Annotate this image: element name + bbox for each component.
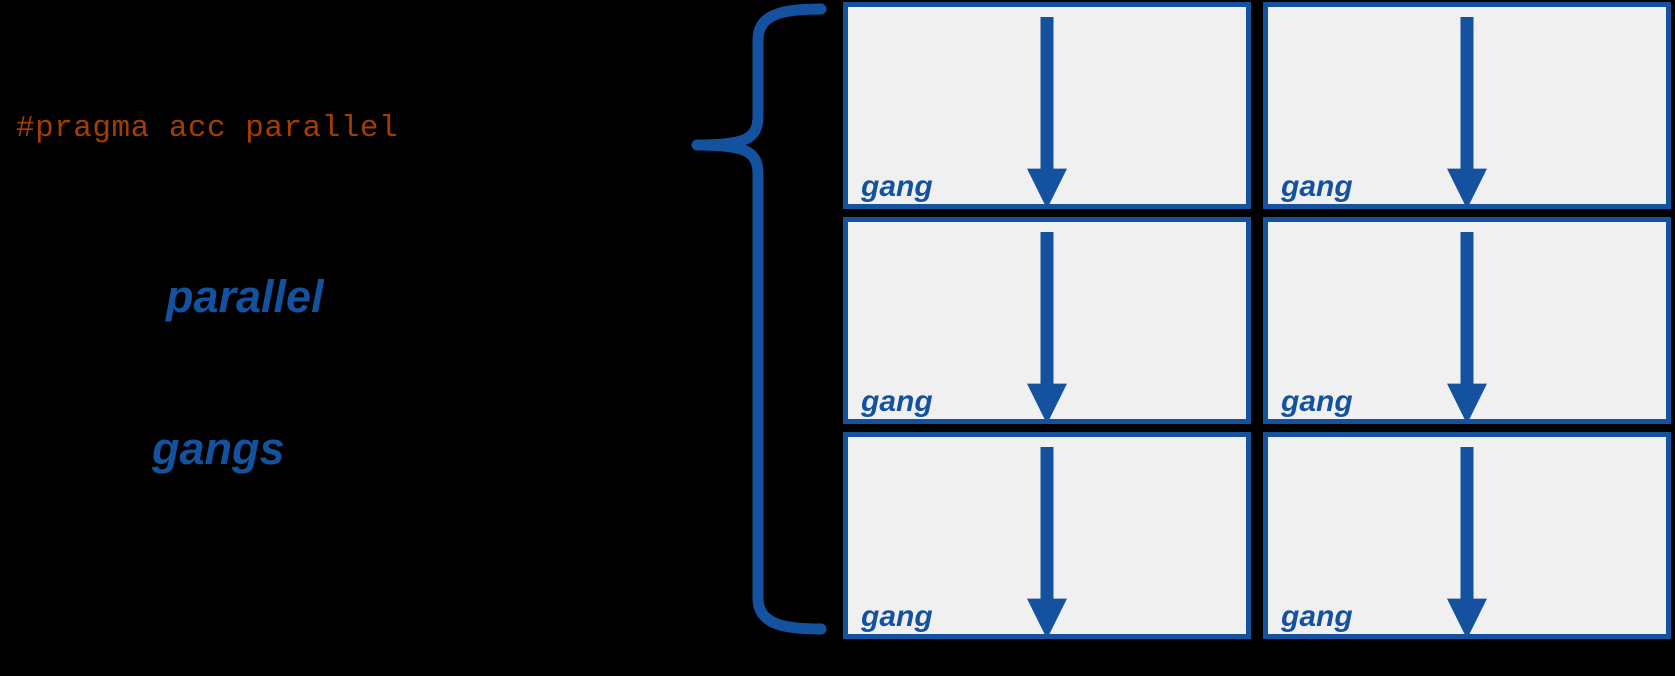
label-gangs: gangs	[152, 423, 285, 474]
gang-label: gang	[1281, 600, 1353, 633]
gang-box[interactable]: gang	[843, 217, 1251, 424]
gang-label: gang	[1281, 385, 1353, 418]
gang-label: gang	[861, 170, 933, 203]
down-arrow-icon	[997, 17, 1097, 204]
curly-brace-icon	[691, 3, 827, 635]
down-arrow-icon	[1417, 17, 1517, 204]
gang-label: gang	[861, 600, 933, 633]
gang-label: gang	[861, 385, 933, 418]
gang-box[interactable]: gang	[1263, 217, 1671, 424]
down-arrow-icon	[1417, 447, 1517, 634]
down-arrow-icon	[997, 447, 1097, 634]
gang-box[interactable]: gang	[1263, 2, 1671, 209]
curly-brace	[688, 0, 828, 676]
down-arrow-icon	[997, 232, 1097, 419]
down-arrow-icon	[1417, 232, 1517, 419]
gang-box[interactable]: gang	[843, 2, 1251, 209]
gang-box[interactable]: gang	[1263, 432, 1671, 639]
gang-box[interactable]: gang	[843, 432, 1251, 639]
label-parallel: parallel	[166, 271, 324, 322]
gang-label: gang	[1281, 170, 1353, 203]
pragma-code-text: #pragma acc parallel	[16, 111, 399, 146]
gang-grid: gang gang gang gang	[843, 2, 1671, 639]
